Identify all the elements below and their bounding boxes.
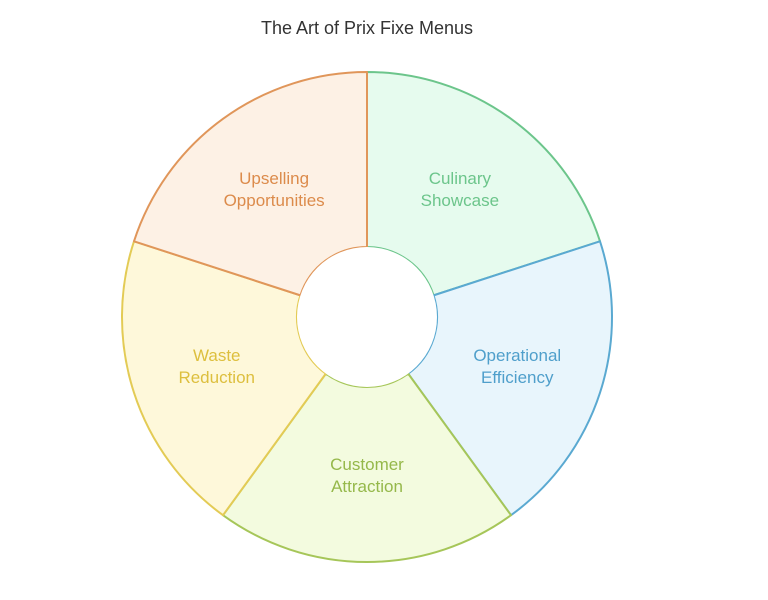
diagram-title: The Art of Prix Fixe Menus [261,18,473,38]
segment-label-line: Customer [330,455,404,474]
segments-group [121,71,613,563]
center-hole [297,247,437,387]
segment-label-line: Culinary [429,169,492,188]
segment-label-line: Upselling [239,169,309,188]
segment-label-line: Reduction [178,368,255,387]
segment-label-line: Opportunities [224,191,325,210]
segment-label-line: Operational [473,346,561,365]
segment-label-line: Waste [193,346,241,365]
segment-label-line: Attraction [331,477,403,496]
segment-label-line: Showcase [421,191,499,210]
segment-label-line: Efficiency [481,368,554,387]
